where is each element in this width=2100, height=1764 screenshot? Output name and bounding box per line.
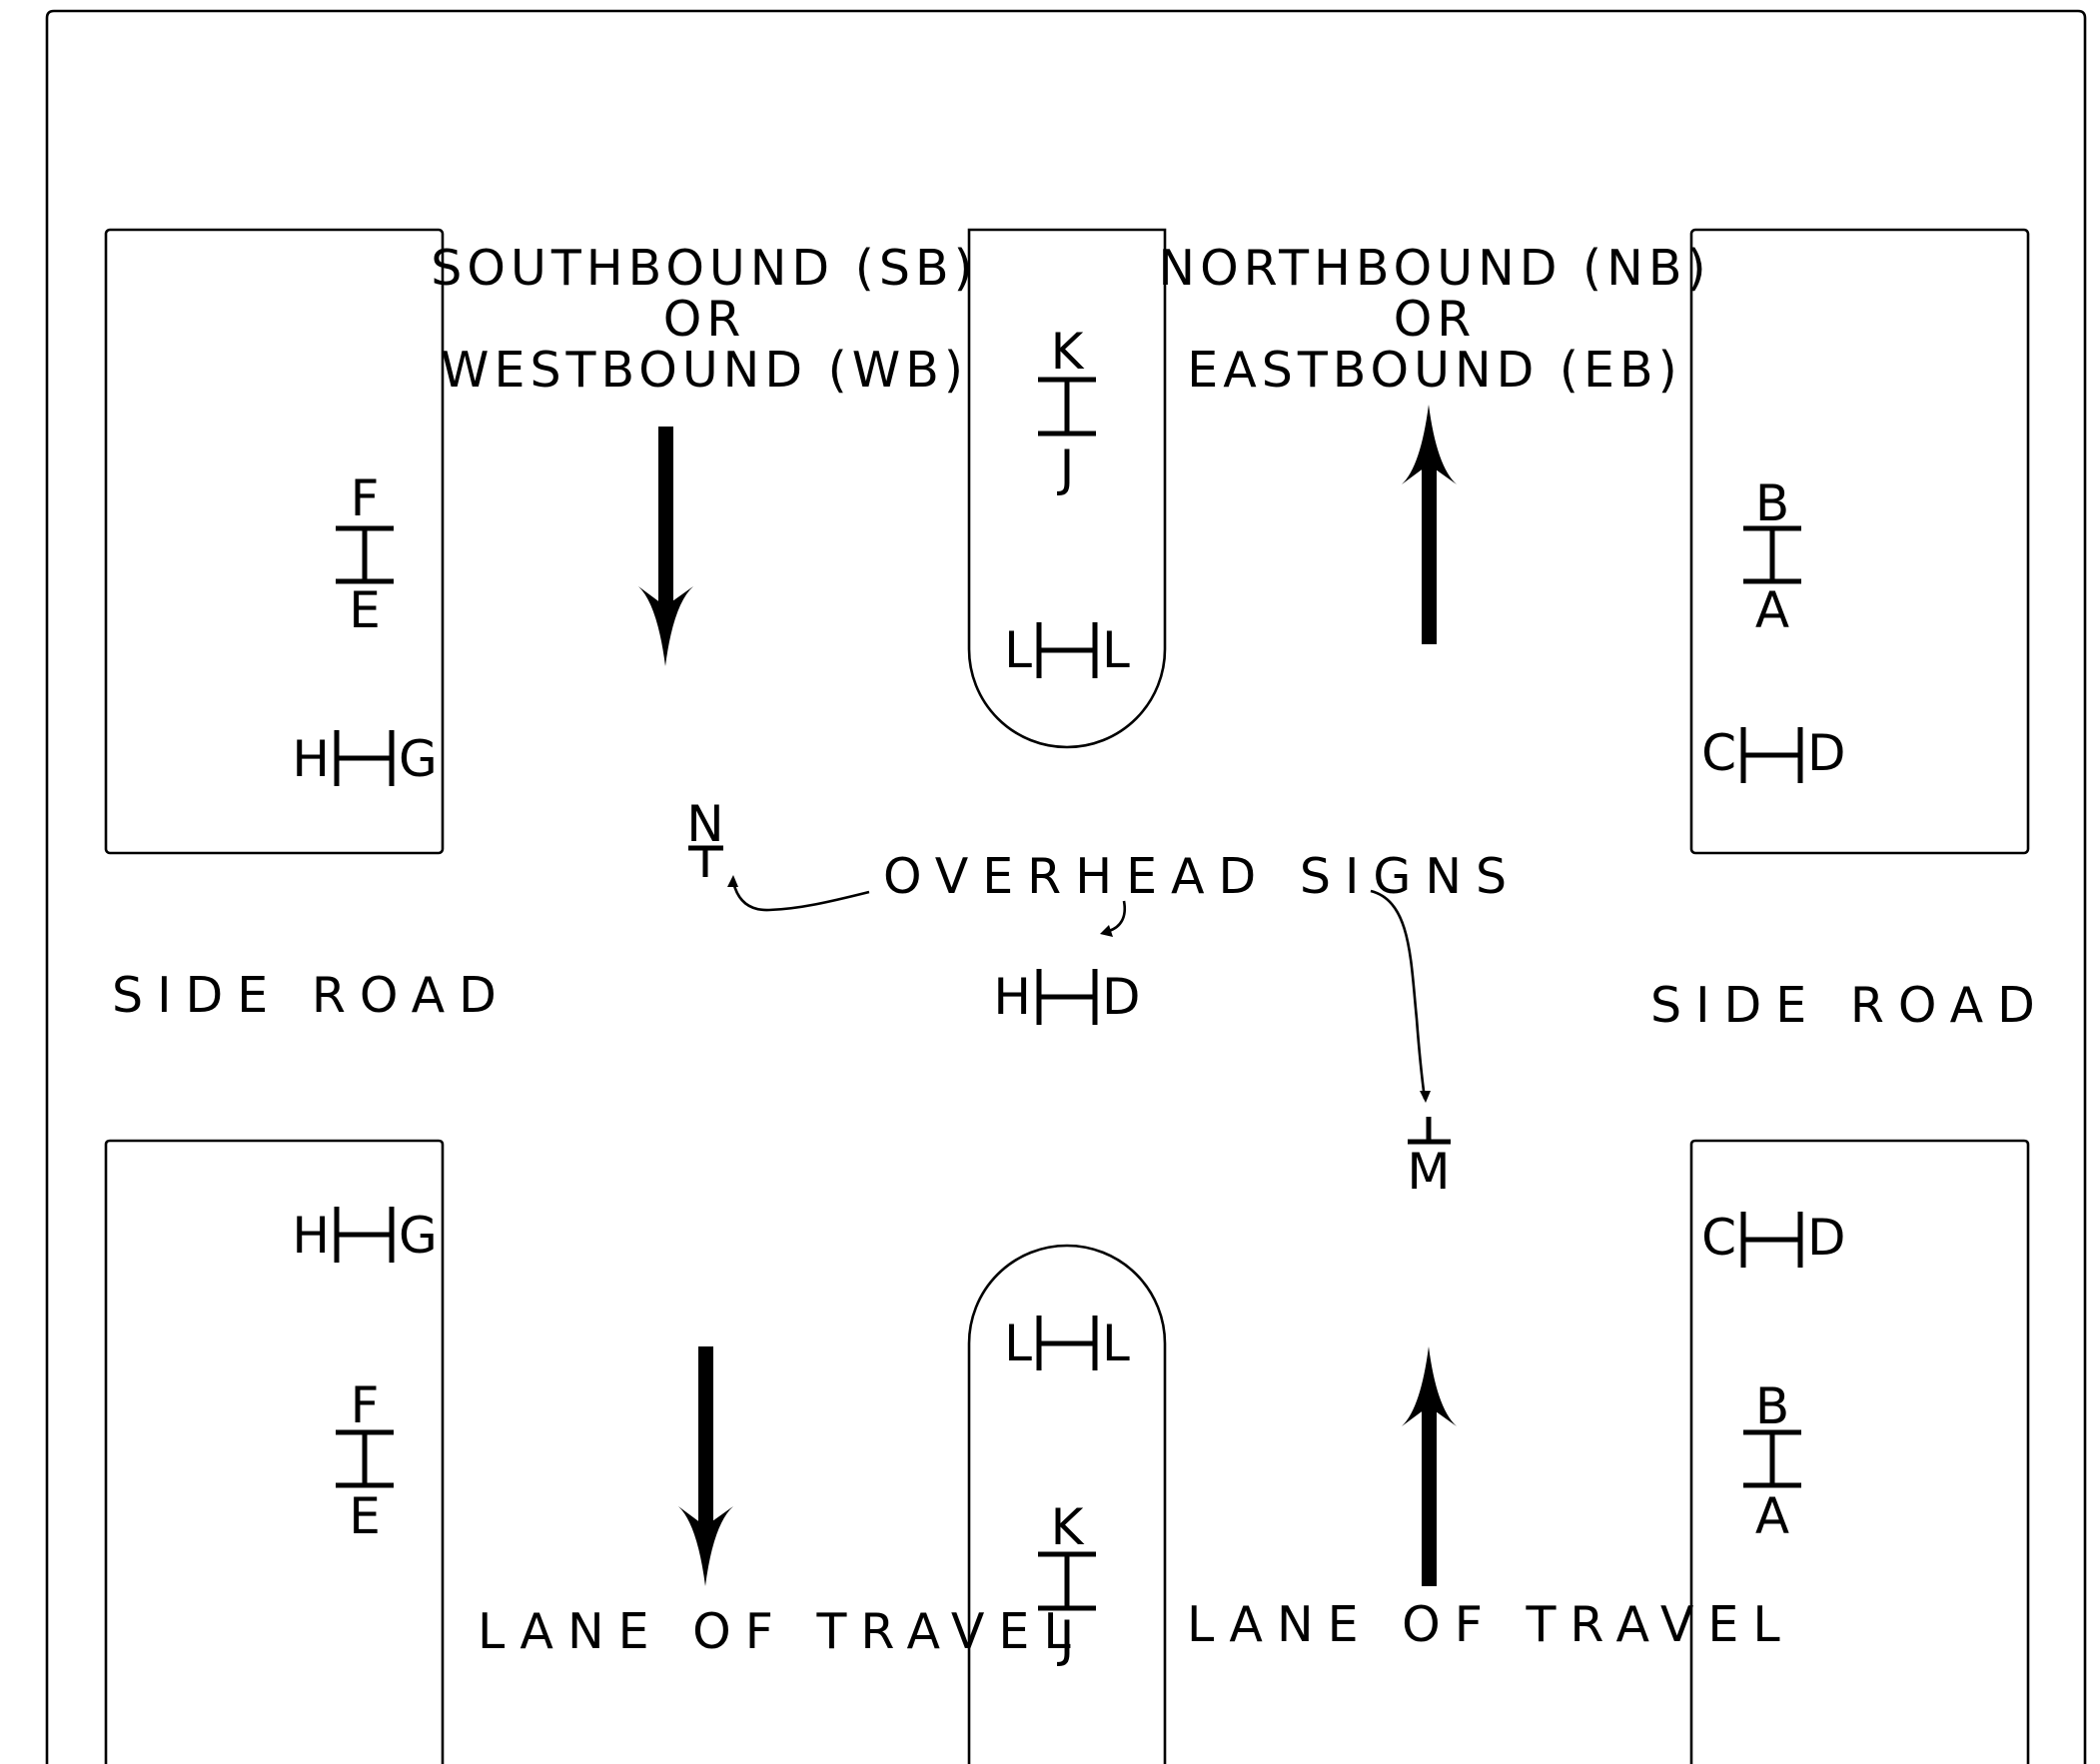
svg-text:H: H <box>292 730 330 788</box>
svg-text:EASTBOUND (EB): EASTBOUND (EB) <box>1187 342 1681 399</box>
corner-block-bottom-right <box>1689 1139 2030 1764</box>
svg-text:N: N <box>686 795 723 853</box>
svg-text:WESTBOUND (WB): WESTBOUND (WB) <box>441 342 968 399</box>
svg-text:J: J <box>1057 1610 1075 1668</box>
svg-text:H: H <box>993 968 1031 1026</box>
svg-text:C: C <box>1701 1209 1736 1267</box>
svg-text:K: K <box>1051 1498 1085 1556</box>
sign-fe-bottom-left: F E <box>336 1376 394 1545</box>
sign-cd-bottom-right: C D <box>1701 1209 1846 1268</box>
svg-text:L: L <box>1004 1315 1032 1372</box>
svg-text:H: H <box>292 1207 330 1265</box>
sign-hg-bottom-left: H G <box>292 1207 438 1265</box>
svg-text:K: K <box>1051 323 1085 381</box>
northbound-heading: NORTHBOUND (NB) OR EASTBOUND (EB) <box>1158 240 1710 399</box>
overhead-leader-to-m <box>1370 889 1431 1103</box>
svg-text:L: L <box>1004 621 1032 679</box>
svg-text:OR: OR <box>1394 291 1477 348</box>
svg-text:OR: OR <box>663 291 746 348</box>
overhead-leader-to-hd <box>1100 900 1127 937</box>
northbound-arrow-bottom <box>1402 1346 1457 1586</box>
sign-cd-top-right: C D <box>1701 724 1846 783</box>
svg-text:E: E <box>349 1487 381 1545</box>
svg-text:L: L <box>1102 621 1130 679</box>
side-road-label-left: SIDE ROAD <box>112 967 511 1024</box>
northbound-arrow-top <box>1402 405 1457 644</box>
overhead-sign-n: N <box>686 795 724 877</box>
lane-of-travel-label-left: LANE OF TRAVEL <box>478 1603 1085 1660</box>
southbound-arrow-top <box>638 427 693 666</box>
svg-text:C: C <box>1701 724 1736 782</box>
sign-ba-top-right: B A <box>1743 474 1801 639</box>
svg-text:D: D <box>1807 724 1846 782</box>
sign-ll-bottom-median: L L <box>1004 1315 1130 1372</box>
overhead-signs-label: OVERHEAD SIGNS <box>883 848 1521 905</box>
svg-text:G: G <box>399 1207 438 1265</box>
overhead-leader-to-n <box>727 875 870 912</box>
svg-text:D: D <box>1807 1209 1846 1267</box>
svg-text:J: J <box>1057 440 1075 497</box>
svg-text:B: B <box>1755 474 1789 532</box>
median-top <box>967 228 1167 749</box>
svg-text:D: D <box>1102 968 1141 1026</box>
southbound-heading: SOUTHBOUND (SB) OR WESTBOUND (WB) <box>431 240 977 399</box>
svg-text:G: G <box>399 730 438 788</box>
sign-kj-top-median: K J <box>1038 323 1096 497</box>
sign-ll-top-median: L L <box>1004 621 1130 679</box>
svg-text:A: A <box>1755 581 1789 639</box>
svg-text:NORTHBOUND (NB): NORTHBOUND (NB) <box>1158 240 1710 297</box>
sign-fe-top-left: F E <box>336 469 394 639</box>
svg-text:B: B <box>1755 1377 1789 1435</box>
corner-block-bottom-left <box>104 1139 445 1764</box>
median-bottom <box>967 1244 1167 1764</box>
svg-text:F: F <box>351 1376 380 1434</box>
diagram-frame <box>45 9 2087 1764</box>
svg-text:L: L <box>1102 1315 1130 1372</box>
southbound-arrow-bottom <box>678 1346 733 1586</box>
svg-text:F: F <box>351 469 380 527</box>
sign-kj-bottom-median: K J <box>1038 1498 1096 1668</box>
svg-text:SOUTHBOUND (SB): SOUTHBOUND (SB) <box>431 240 977 297</box>
overhead-sign-m: M <box>1407 1117 1451 1201</box>
svg-text:E: E <box>349 581 381 639</box>
svg-text:A: A <box>1755 1487 1789 1545</box>
sign-ba-bottom-right: B A <box>1743 1377 1801 1545</box>
lane-of-travel-label-right: LANE OF TRAVEL <box>1187 1596 1794 1653</box>
side-road-label-right: SIDE ROAD <box>1650 977 2049 1034</box>
svg-text:M: M <box>1407 1143 1450 1201</box>
corner-block-top-left <box>104 228 445 855</box>
overhead-sign-hd: H D <box>993 968 1140 1026</box>
corner-block-top-right <box>1689 228 2030 855</box>
sign-hg-top-left: H G <box>292 730 438 788</box>
